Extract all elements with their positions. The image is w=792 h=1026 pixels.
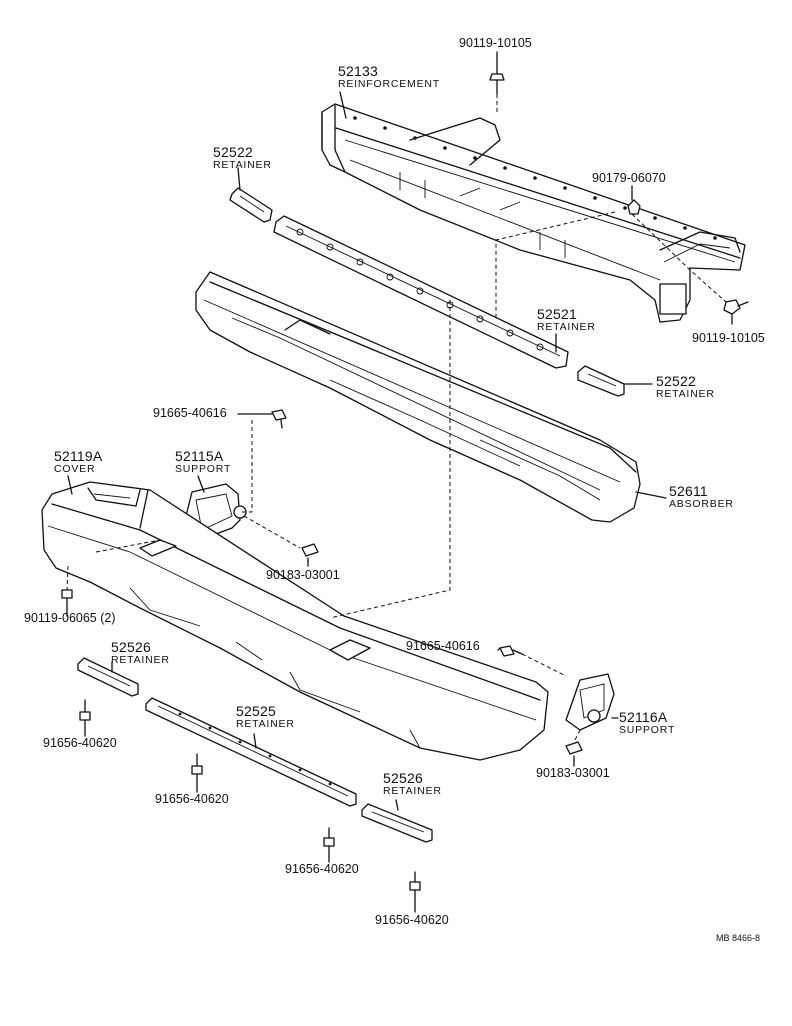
fastener-90183-03001-left: 90183-03001 <box>266 568 340 582</box>
support-52116a-drawing <box>565 673 615 731</box>
cover-drawing <box>41 481 549 761</box>
label-52611: 52611 ABSORBER <box>669 484 734 510</box>
reinforcement-drawing <box>321 103 746 323</box>
part-name: ABSORBER <box>669 498 734 510</box>
part-number: 52522 <box>656 373 696 389</box>
part-name: SUPPORT <box>619 724 676 736</box>
bolt-right-drawing <box>723 299 749 315</box>
fastener-90179-06070: 90179-06070 <box>592 171 666 185</box>
part-number: 52133 <box>338 63 378 79</box>
retainer-52526-right-drawing <box>361 803 433 843</box>
fastener-90119-06065: 90119-06065 (2) <box>24 611 116 625</box>
fastener-90119-10105-right: 90119-10105 <box>692 331 765 345</box>
part-name: SUPPORT <box>175 463 232 475</box>
retainer-bolts-drawing <box>79 699 421 901</box>
part-number: 52522 <box>213 144 253 160</box>
part-number: 52525 <box>236 703 276 719</box>
bolt-cover-drawing <box>61 589 73 607</box>
bolt-top-drawing <box>489 73 505 95</box>
label-52133: 52133 REINFORCEMENT <box>338 64 440 90</box>
bolt-support-left-drawing <box>271 409 287 429</box>
retainer-52522-upper-left-drawing <box>229 187 273 223</box>
assembly-dashed-lines <box>66 94 727 743</box>
part-number: 52115A <box>175 448 224 464</box>
fastener-91665-40616-left: 91665-40616 <box>153 406 227 420</box>
nut-support-right-drawing <box>565 741 583 755</box>
label-52521: 52521 RETAINER <box>537 307 596 333</box>
part-number: 52611 <box>669 483 708 499</box>
fastener-90183-03001-right: 90183-03001 <box>536 766 610 780</box>
fastener-91656-40620-2: 91656-40620 <box>155 792 229 806</box>
label-52116a: 52116A SUPPORT <box>619 710 675 736</box>
retainer-52526-left-drawing <box>77 657 139 697</box>
retainer-52522-right-drawing <box>577 365 625 397</box>
part-name: RETAINER <box>213 159 272 171</box>
part-number: 52521 <box>537 306 577 322</box>
retainer-52525-drawing <box>145 697 357 807</box>
fastener-90119-10105-top: 90119-10105 <box>459 36 532 50</box>
label-52525: 52525 RETAINER <box>236 704 295 730</box>
label-52522-right: 52522 RETAINER <box>656 374 715 400</box>
label-52526-right: 52526 RETAINER <box>383 771 442 797</box>
label-52115a: 52115A SUPPORT <box>175 449 231 475</box>
part-name: COVER <box>54 463 96 475</box>
part-name: REINFORCEMENT <box>338 78 440 90</box>
label-52119a: 52119A COVER <box>54 449 102 475</box>
part-name: RETAINER <box>111 654 170 666</box>
part-name: RETAINER <box>236 718 295 730</box>
absorber-drawing <box>195 271 641 523</box>
label-52526-left: 52526 RETAINER <box>111 640 170 666</box>
part-name: RETAINER <box>383 785 442 797</box>
fastener-91656-40620-3: 91656-40620 <box>285 862 359 876</box>
retainer-52521-drawing <box>273 215 569 369</box>
bolt-support-right-drawing <box>499 645 523 657</box>
leader-lines <box>66 51 733 913</box>
label-52522-upper-left: 52522 RETAINER <box>213 145 272 171</box>
drawing-reference: MB 8466-8 <box>716 933 761 943</box>
part-name: RETAINER <box>537 321 596 333</box>
part-name: RETAINER <box>656 388 715 400</box>
fastener-91656-40620-4: 91656-40620 <box>375 913 449 927</box>
nut-right-drawing <box>627 199 641 215</box>
part-number: 52116A <box>619 709 668 725</box>
part-number: 52119A <box>54 448 103 464</box>
fastener-91656-40620-1: 91656-40620 <box>43 736 117 750</box>
fastener-91665-40616-right: 91665-40616 <box>406 639 480 653</box>
nut-support-left-drawing <box>301 543 319 557</box>
part-number: 52526 <box>111 639 151 655</box>
part-number: 52526 <box>383 770 423 786</box>
